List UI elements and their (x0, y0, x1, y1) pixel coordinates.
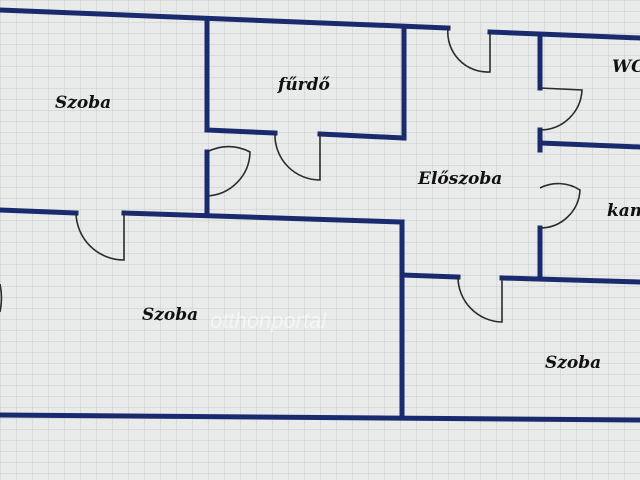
watermark-logo: otthonportal (210, 308, 327, 333)
door-left-edge-arc-icon (0, 283, 3, 313)
room-label-furdo: fűrdő (277, 75, 331, 95)
room-label-wc: WC (612, 57, 640, 77)
door-wc-arc-icon (539, 87, 583, 131)
door-bottom-right-arc-icon (457, 276, 503, 323)
door-left-room-arc-icon (75, 212, 125, 261)
wall-furdo-bottom-a (204, 127, 278, 136)
wall-eloszoba-bottom-a (399, 272, 461, 280)
room-label-kamra: kam (607, 201, 640, 221)
door-furdo-side-arc-icon (206, 145, 251, 197)
door-kam-arc-icon (539, 182, 581, 229)
room-label-szoba-bottom-right: Szoba (545, 353, 601, 373)
room-label-szoba-center: Szoba (142, 305, 198, 325)
room-label-eloszoba: Előszoba (417, 169, 502, 189)
wall-middle-left (0, 207, 79, 216)
doors (0, 27, 583, 323)
wall-top (0, 7, 451, 31)
wall-wc-bottom (537, 140, 640, 150)
wall-top-right (487, 29, 640, 41)
door-furdo-arc-icon (274, 132, 321, 181)
door-top-arc-icon (447, 27, 491, 73)
wall-furdo-bottom-b (317, 131, 407, 141)
walls (0, 7, 640, 423)
wall-middle-right (121, 210, 405, 225)
room-label-szoba-top-left: Szoba (55, 93, 111, 113)
wall-eloszoba-bottom-b (499, 275, 640, 285)
wall-bottom (0, 412, 640, 423)
